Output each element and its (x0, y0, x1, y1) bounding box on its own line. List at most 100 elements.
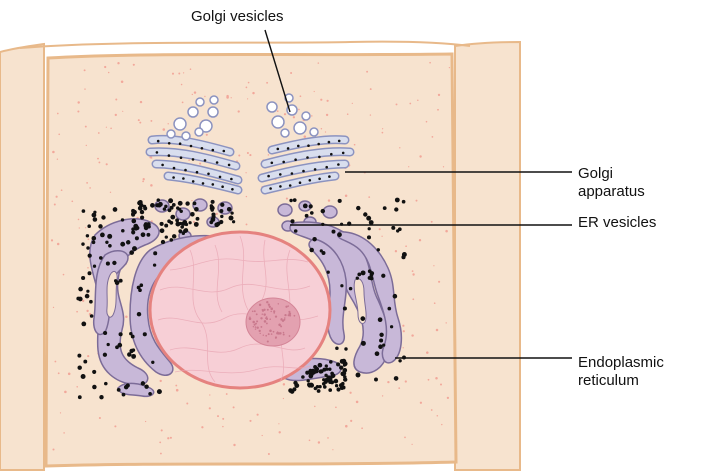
golgi-dot (297, 145, 300, 148)
golgi-dot (182, 177, 185, 180)
golgi-dot (328, 141, 331, 144)
speckle (320, 99, 322, 101)
speckle (77, 110, 79, 112)
ribosome (360, 316, 365, 321)
speckle (440, 383, 442, 385)
golgi-dot (317, 143, 320, 146)
speckle (222, 418, 224, 420)
ribosome (81, 322, 86, 327)
speckle (387, 381, 389, 383)
golgi-dot (302, 170, 305, 173)
speckle (447, 397, 449, 399)
speckle (245, 172, 246, 173)
ribosome (211, 200, 215, 204)
speckle (115, 114, 117, 116)
ribosome (331, 373, 336, 378)
ribosome (131, 335, 135, 339)
ribosome (135, 236, 139, 240)
golgi-dot (216, 161, 219, 164)
golgi-dot (212, 183, 215, 186)
speckle (332, 449, 333, 450)
speckle (399, 147, 400, 148)
speckle (300, 95, 302, 97)
speckle (277, 110, 279, 112)
ribosome (305, 371, 309, 375)
speckle (246, 87, 248, 89)
ribosome (379, 338, 383, 342)
ribosome (120, 242, 125, 247)
speckle (249, 420, 251, 422)
ribosome (361, 270, 366, 275)
speckle (58, 133, 60, 135)
speckle (63, 274, 65, 276)
ribosome (219, 220, 223, 224)
golgi-dot (157, 140, 160, 143)
label-endoplasmic-reticulum-line2: reticulum (578, 372, 664, 390)
nucleolus-granule (270, 307, 273, 310)
nucleolus-granule (259, 330, 261, 332)
ribosome (289, 199, 292, 202)
ribosome (314, 387, 318, 391)
golgi-dot (172, 176, 175, 179)
ribosome (87, 224, 91, 228)
speckle (370, 88, 372, 90)
nucleolus-granule (266, 316, 268, 318)
speckle (248, 82, 250, 84)
speckle (58, 372, 60, 374)
ribosome (141, 232, 146, 237)
speckle (99, 417, 101, 419)
ribosome (293, 198, 297, 202)
ribosome (349, 287, 353, 291)
speckle (403, 330, 405, 332)
ribosome (214, 222, 219, 227)
speckle (309, 439, 311, 441)
speckle (412, 273, 414, 275)
golgi-dot (307, 144, 310, 147)
ribosome (196, 217, 200, 221)
ribosome (292, 387, 296, 391)
speckle (449, 67, 450, 68)
speckle (428, 379, 430, 381)
golgi-dot (219, 176, 222, 179)
ribosome (398, 227, 402, 231)
speckle (246, 196, 247, 197)
speckle (183, 72, 184, 73)
ribosome (305, 214, 309, 218)
ribosome (309, 204, 313, 208)
ribosome (78, 395, 82, 399)
ribosome (378, 317, 383, 322)
golgi-dot (314, 168, 317, 171)
speckle (238, 110, 240, 112)
nucleolus-granule (266, 318, 268, 320)
ribosome (230, 211, 233, 214)
ribosome (88, 253, 92, 257)
ribosome (394, 207, 398, 211)
ribosome (175, 218, 179, 222)
ribosome (140, 283, 144, 287)
ribosome (78, 297, 83, 302)
golgi-dot (228, 164, 231, 167)
ribosome (165, 235, 168, 238)
golgi-dot (223, 150, 226, 153)
golgi-dot (204, 159, 207, 162)
speckle (226, 95, 228, 97)
nucleolus-granule (263, 313, 265, 315)
speckle (86, 145, 87, 146)
speckle (405, 245, 407, 247)
ribosome (335, 384, 338, 387)
ribosome (368, 276, 372, 280)
ribosome (141, 381, 145, 385)
ribosome (124, 385, 129, 390)
speckle (199, 163, 201, 165)
ribosome (131, 209, 135, 213)
nucleolus-granule (259, 304, 261, 306)
golgi-dot (294, 158, 297, 161)
speckle (222, 426, 223, 427)
speckle (106, 127, 107, 128)
speckle (443, 166, 444, 167)
ribosome (100, 233, 105, 238)
ribosome (131, 354, 136, 359)
nucleolus-granule (288, 311, 290, 313)
speckle (176, 389, 179, 392)
speckle (347, 113, 349, 115)
